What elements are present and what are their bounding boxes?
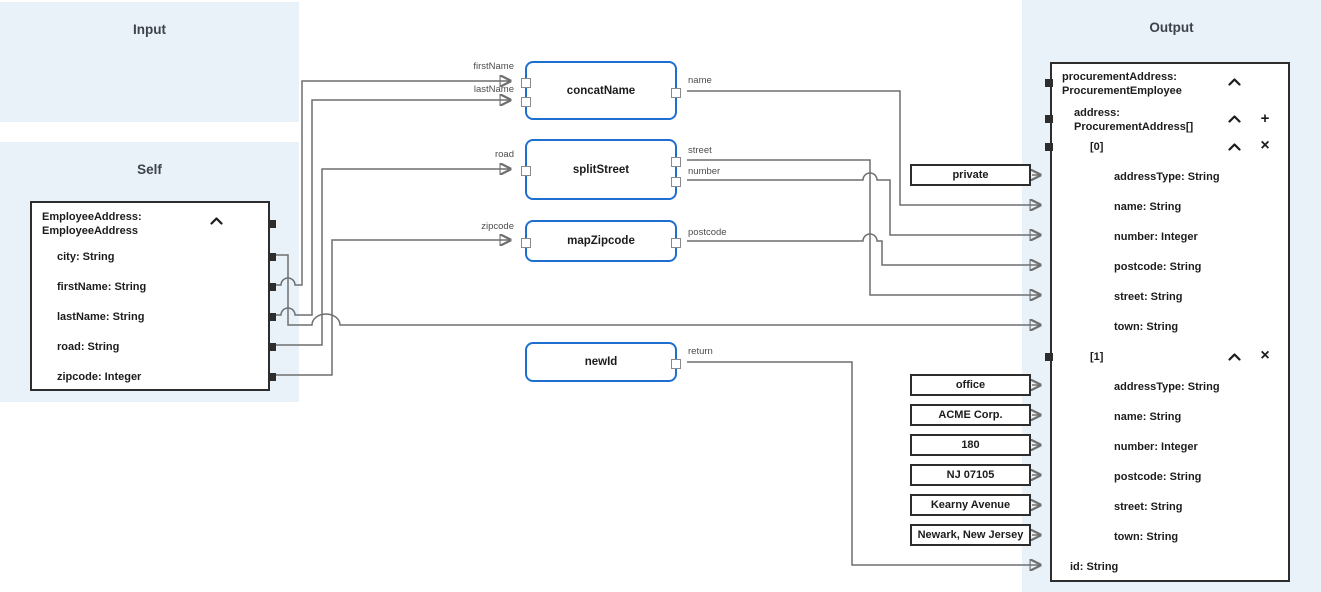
function-splitstreet[interactable]: splitStreet <box>521 139 681 200</box>
port-self-firstname[interactable] <box>268 283 276 291</box>
port-label-postcode: postcode <box>688 227 727 238</box>
self-field-firstname: firstName: String <box>57 281 147 293</box>
output-item0-row: [0] <box>1090 141 1104 153</box>
link-zipcode-to-mapzipcode[interactable] <box>274 240 510 376</box>
self-field-zipcode: zipcode: Integer <box>57 371 142 383</box>
output-tree-node[interactable]: procurementAddress:ProcurementEmployee a… <box>1045 62 1290 582</box>
constant-newark-new-jersey[interactable]: Newark, New Jersey <box>910 524 1031 546</box>
output-field-street0: street: String <box>1114 291 1183 303</box>
port-label-road: road <box>494 149 514 160</box>
output-field-number1: number: Integer <box>1114 441 1198 453</box>
function-mapzipcode-label: mapZipcode <box>567 235 635 247</box>
port-mapzipcode-input-zipcode[interactable] <box>521 238 531 248</box>
collapse-chevron-icon[interactable] <box>210 217 223 225</box>
port-splitstreet-output-street[interactable] <box>671 157 681 167</box>
self-field-city: city: String <box>57 251 115 263</box>
output-address-row: address:ProcurementAddress[] <box>1074 107 1194 133</box>
port-output-root[interactable] <box>1045 79 1053 87</box>
constant-acme-corp[interactable]: ACME Corp. <box>910 404 1031 426</box>
self-field-lastname: lastName: String <box>57 311 145 323</box>
link-postcode-to-postcode0[interactable] <box>687 233 1040 265</box>
output-field-town1: town: String <box>1114 531 1179 543</box>
link-return-to-id[interactable] <box>687 361 1040 565</box>
constant-private[interactable]: private <box>910 164 1031 186</box>
port-output-item0[interactable] <box>1045 143 1053 151</box>
port-concatname-output-name[interactable] <box>671 88 681 98</box>
port-self-road[interactable] <box>268 343 276 351</box>
self-tree-node[interactable]: EmployeeAddress:EmployeeAddress city: St… <box>30 201 276 391</box>
self-field-road: road: String <box>57 341 120 353</box>
link-lastname-to-concatname[interactable] <box>274 100 510 316</box>
collapse-chevron-icon[interactable] <box>1228 353 1241 361</box>
constant-kearny-avenue[interactable]: Kearny Avenue <box>910 494 1031 516</box>
port-label-firstname: firstName <box>473 61 514 72</box>
port-self-lastname[interactable] <box>268 313 276 321</box>
port-label-return: return <box>688 346 713 357</box>
output-root-row: procurementAddress:ProcurementEmployee <box>1062 71 1182 97</box>
function-mapzipcode[interactable]: mapZipcode <box>521 220 681 262</box>
port-splitstreet-output-number[interactable] <box>671 177 681 187</box>
output-field-postcode1: postcode: String <box>1114 471 1202 483</box>
port-label-zipcode: zipcode <box>481 221 514 232</box>
collapse-chevron-icon[interactable] <box>1228 78 1241 86</box>
function-splitstreet-label: splitStreet <box>572 163 630 176</box>
delete-item-icon[interactable]: × <box>1260 137 1270 154</box>
output-field-name0: name: String <box>1114 201 1182 213</box>
output-field-name1: name: String <box>1114 411 1182 423</box>
port-self-root[interactable] <box>268 220 276 228</box>
port-label-number: number <box>688 166 721 177</box>
add-item-icon[interactable]: + <box>1260 110 1270 127</box>
port-newid-output-return[interactable] <box>671 359 681 369</box>
collapse-chevron-icon[interactable] <box>1228 115 1241 123</box>
output-item1-row: [1] <box>1090 351 1104 363</box>
delete-item-icon[interactable]: × <box>1260 347 1270 364</box>
link-firstname-to-concatname[interactable] <box>274 81 510 286</box>
port-concatname-input-lastname[interactable] <box>521 97 531 107</box>
collapse-chevron-icon[interactable] <box>1228 143 1241 151</box>
port-self-zipcode[interactable] <box>268 373 276 381</box>
port-label-street: street <box>688 145 712 156</box>
function-concatname[interactable]: concatName <box>521 61 681 120</box>
port-mapzipcode-output-postcode[interactable] <box>671 238 681 248</box>
constant-office[interactable]: office <box>910 374 1031 396</box>
constant-180[interactable]: 180 <box>910 434 1031 456</box>
port-concatname-input-firstname[interactable] <box>521 78 531 88</box>
function-newid[interactable]: newId <box>525 342 681 382</box>
port-label-name: name <box>688 75 712 86</box>
self-panel-title: Self <box>137 162 162 177</box>
port-output-item1[interactable] <box>1045 353 1053 361</box>
function-concatname-label: concatName <box>566 84 636 97</box>
link-city-to-town0[interactable] <box>274 254 1040 325</box>
output-field-addresstype0: addressType: String <box>1114 171 1220 183</box>
output-field-town0: town: String <box>1114 321 1179 333</box>
function-newid-label: newId <box>584 356 618 368</box>
output-panel-title: Output <box>1149 20 1194 35</box>
constant-nj-07105[interactable]: NJ 07105 <box>910 464 1031 486</box>
input-panel-title: Input <box>133 22 166 37</box>
port-self-city[interactable] <box>268 253 276 261</box>
port-output-address[interactable] <box>1045 115 1053 123</box>
link-street-to-street0[interactable] <box>687 159 1040 295</box>
output-field-id: id: String <box>1070 561 1119 573</box>
output-field-street1: street: String <box>1114 501 1183 513</box>
output-field-number0: number: Integer <box>1114 231 1198 243</box>
port-splitstreet-input-road[interactable] <box>521 166 531 176</box>
output-field-postcode0: postcode: String <box>1114 261 1202 273</box>
port-label-lastname: lastName <box>473 84 514 95</box>
output-field-addresstype1: addressType: String <box>1114 381 1220 393</box>
input-panel: Input <box>0 2 299 122</box>
self-root-row: EmployeeAddress:EmployeeAddress <box>42 211 142 237</box>
link-number-to-number0[interactable] <box>687 172 1040 235</box>
link-road-to-splitstreet[interactable] <box>274 169 510 346</box>
link-name-to-name0[interactable] <box>687 90 1040 205</box>
